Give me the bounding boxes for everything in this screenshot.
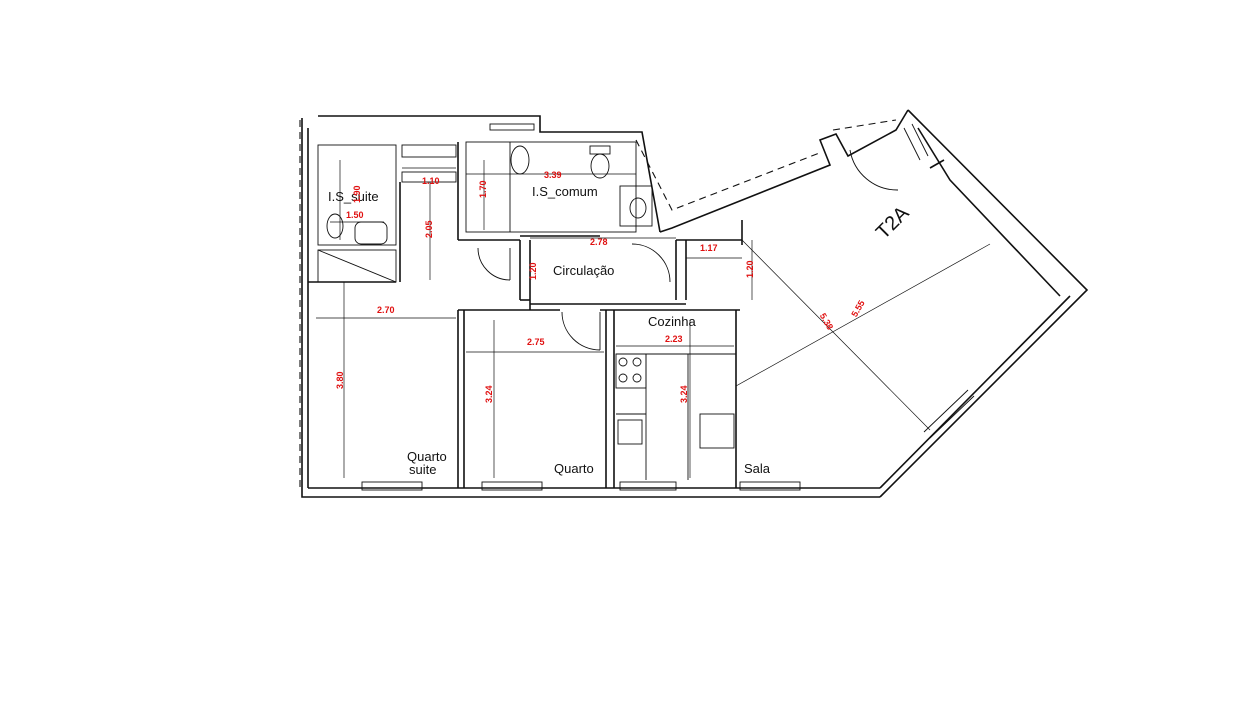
label-quarto-suite-2: suite (409, 462, 436, 477)
dim-cozinha-h: 3.24 (679, 385, 689, 403)
label-sala: Sala (744, 461, 771, 476)
dim-is-suite-w: 1.50 (346, 210, 364, 220)
dim-sala-d2: 5.55 (849, 298, 866, 318)
measurement-labels: 1.90 1.50 1.10 2.05 1.70 3.39 2.78 1.20 … (335, 170, 867, 403)
dim-is-comum-w: 3.39 (544, 170, 562, 180)
dim-hall-h: 1.20 (745, 260, 755, 278)
dim-corridor-suite: 1.10 (422, 176, 440, 186)
dim-qsuite-h: 3.80 (335, 371, 345, 389)
dim-quarto-h: 3.24 (484, 385, 494, 403)
label-circulacao: Circulação (553, 263, 614, 278)
dim-qsuite-w: 2.70 (377, 305, 395, 315)
label-is-comum: I.S_comum (532, 184, 598, 199)
doors (477, 149, 899, 351)
dim-cozinha-w: 2.23 (665, 334, 683, 344)
balcony-lines (299, 115, 897, 490)
dim-hall-w: 1.17 (700, 243, 718, 253)
dim-sala-d1: 5.38 (818, 311, 835, 331)
label-is-suite: I.S_suite (328, 189, 379, 204)
dimension-lines (316, 160, 991, 478)
interior-walls (308, 141, 743, 488)
dim-quarto-w: 2.75 (527, 337, 545, 347)
dim-circ-w: 2.78 (590, 237, 608, 247)
dim-suite-closet-h: 2.05 (424, 220, 434, 238)
label-quarto: Quarto (554, 461, 594, 476)
unit-label: T2A (872, 202, 914, 244)
windows (361, 123, 975, 491)
label-cozinha: Cozinha (648, 314, 696, 329)
dim-is-comum-h: 1.70 (478, 180, 488, 198)
dim-circ-h: 1.20 (528, 262, 538, 280)
label-quarto-suite-1: Quarto (407, 449, 447, 464)
dim-is-suite-h: 1.90 (352, 185, 362, 203)
